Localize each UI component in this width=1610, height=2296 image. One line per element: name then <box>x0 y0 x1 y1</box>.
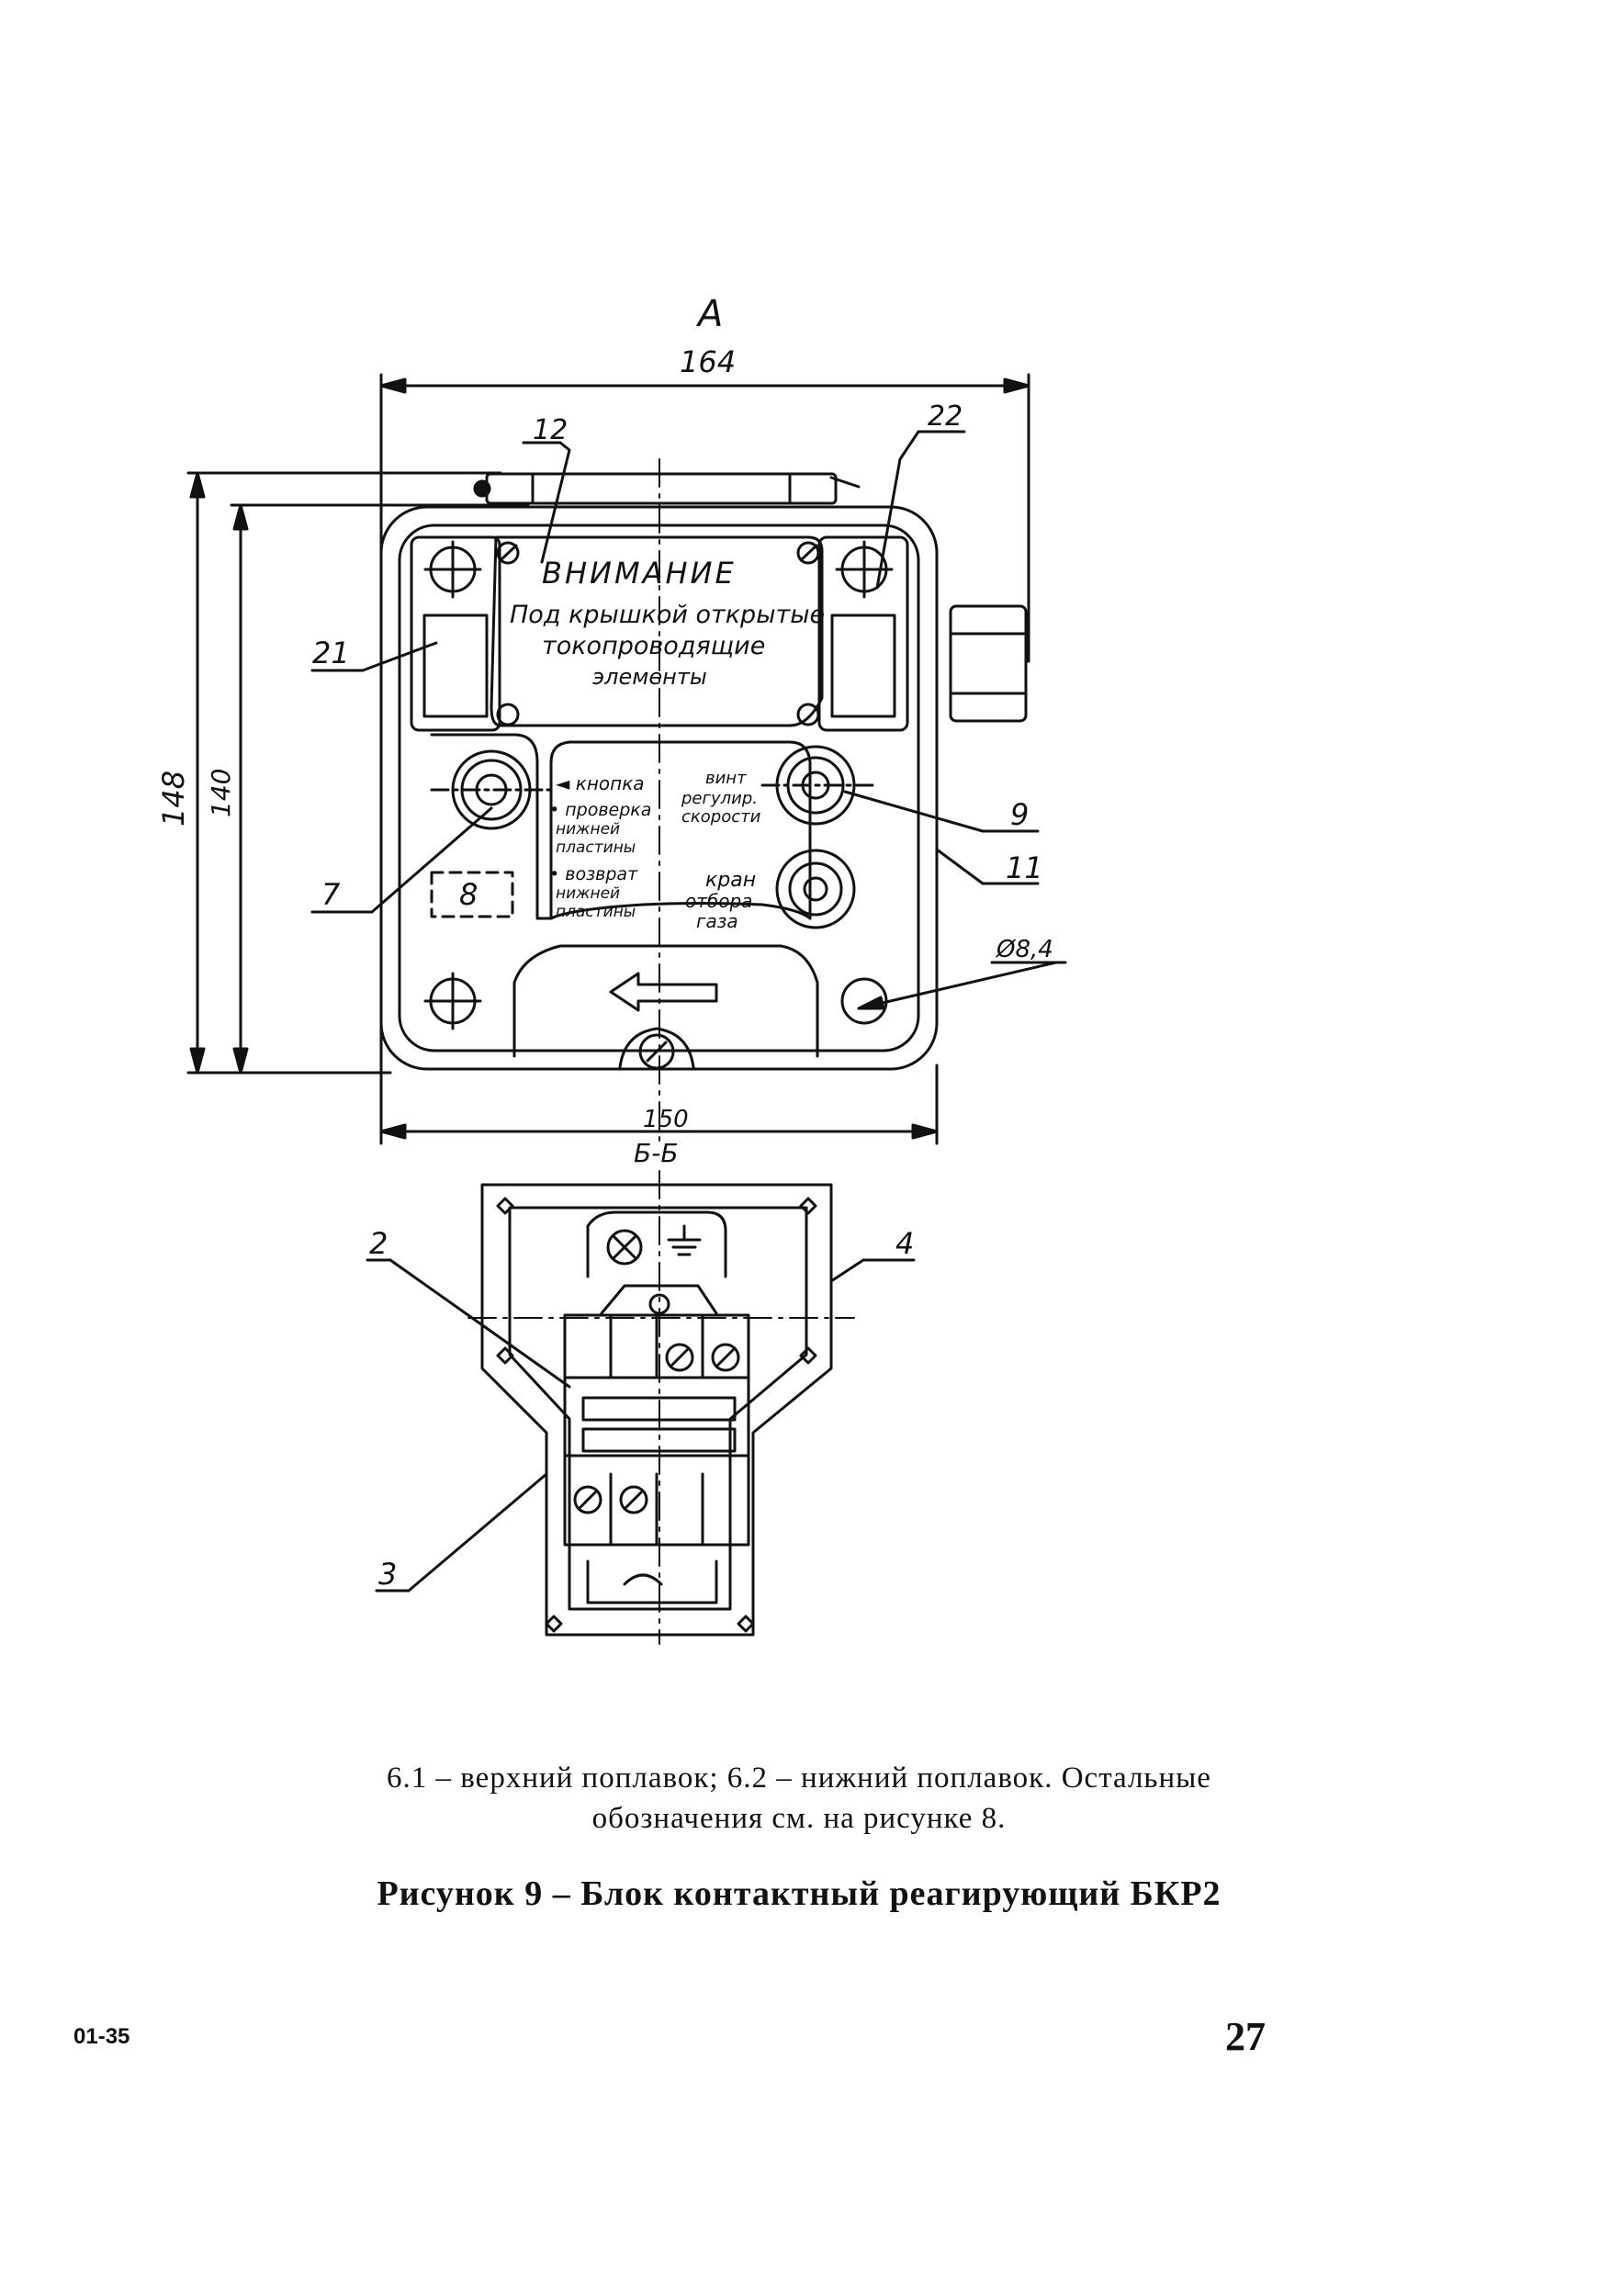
valve-label-3: газа <box>696 910 738 932</box>
dimension-150-label: 150 <box>643 1106 689 1133</box>
button-function-3: пластины <box>556 838 636 857</box>
corner-block-top-left <box>410 535 501 732</box>
top-rail <box>473 472 861 505</box>
section-inner-outline <box>508 1206 808 1611</box>
gas-valve <box>775 849 856 929</box>
dimension-148-label: 148 <box>156 771 191 827</box>
hole-diameter-label: Ø8,4 <box>996 936 1053 963</box>
page-number: 27 <box>1225 2014 1266 2059</box>
view-letter: А <box>695 293 723 335</box>
cable-gland <box>949 604 1030 723</box>
button-function-1: • проверка <box>549 800 651 820</box>
speed-adjust-screw <box>760 745 874 826</box>
section-label: Б-Б <box>634 1138 679 1168</box>
figure-legend-line-1: 6.1 – верхний поплавок; 6.2 – нижний поп… <box>387 1761 1211 1795</box>
button-label: ◄ кнопка <box>556 772 645 794</box>
dimension-148: 148 <box>156 471 502 1075</box>
dimension-150: 150 <box>379 1064 939 1145</box>
section-outer-outline <box>480 1183 833 1637</box>
dimension-164: 164 <box>379 344 1030 1145</box>
button-knob <box>430 749 553 830</box>
ground-screw <box>606 1229 643 1266</box>
ground-block <box>586 1210 727 1278</box>
button-function-2: нижней <box>556 820 620 838</box>
screw-label-1: винт <box>705 769 747 788</box>
button-function-5: нижней <box>556 884 620 903</box>
callout-11: 11 <box>1006 850 1043 885</box>
screw-label-2: регулир. <box>681 789 758 808</box>
corner-block-top-right <box>817 535 909 732</box>
warning-line-3: элементы <box>592 664 707 690</box>
callout-7: 7 <box>321 877 341 912</box>
bottom-screw <box>638 1033 675 1070</box>
callout-3: 3 <box>378 1557 397 1592</box>
top-view: А 164 <box>156 293 1067 1145</box>
dimension-140-label: 140 <box>206 769 236 817</box>
document-code: 01-35 <box>73 2024 130 2049</box>
figure-title: Рисунок 9 – Блок контактный реагирующий … <box>377 1874 1222 1913</box>
warning-line-2: токопроводящие <box>542 632 765 660</box>
marking-box-8 <box>430 871 514 918</box>
dimension-140: 140 <box>206 503 530 1075</box>
valve-label-1: кран <box>705 869 756 892</box>
lower-window <box>512 944 819 1058</box>
screw-label-3: скорости <box>681 807 761 827</box>
callout-12: 12 <box>533 414 568 446</box>
callout-22: 22 <box>928 400 963 433</box>
callout-8: 8 <box>459 877 478 912</box>
callout-2: 2 <box>369 1226 388 1261</box>
warning-title: ВНИМАНИЕ <box>542 556 737 591</box>
direction-arrow <box>609 972 718 1012</box>
callout-21: 21 <box>312 636 350 670</box>
callout-4: 4 <box>895 1226 914 1261</box>
button-function-6: пластины <box>556 903 636 921</box>
valve-label-2: отбора <box>685 890 752 912</box>
dimension-164-label: 164 <box>680 344 736 379</box>
callout-9: 9 <box>1010 797 1029 832</box>
section-view: Б-Б <box>366 1138 916 1645</box>
button-function-4: • возврат <box>549 864 638 884</box>
figure-legend-line-2: обозначения см. на рисунке 8. <box>591 1802 1007 1835</box>
warning-plate <box>490 535 824 727</box>
warning-line-1: Под крышкой открытые <box>510 601 825 629</box>
